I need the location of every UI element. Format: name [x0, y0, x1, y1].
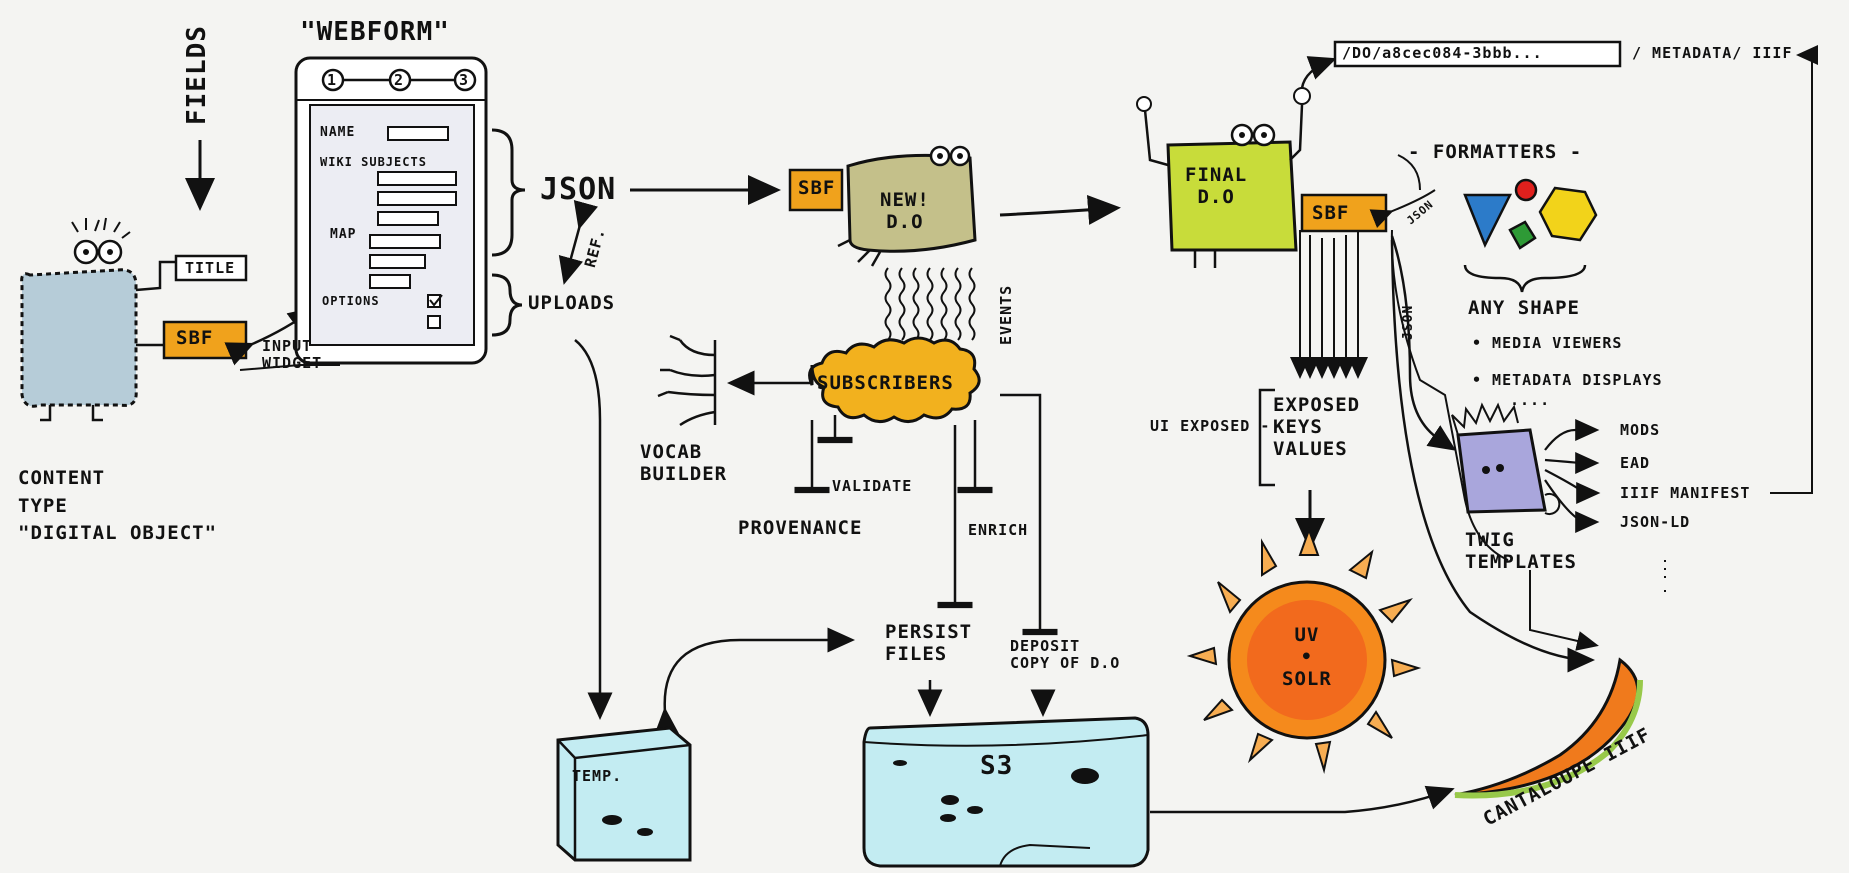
twig-templates-label: TWIG TEMPLATES — [1465, 529, 1577, 573]
ead-label: EAD — [1620, 454, 1651, 472]
shapes-brace — [1463, 264, 1587, 293]
subscriber-connectors — [794, 393, 1058, 636]
title-tag-label: TITLE — [185, 259, 236, 277]
formatter-link — [1397, 154, 1421, 191]
json-brace — [491, 128, 526, 257]
iiif-manifest-label: IIIF MANIFEST — [1620, 484, 1751, 502]
twig-creature — [1451, 402, 1561, 515]
sbf-to-twig-arrow — [1390, 235, 1457, 451]
exposed-keys-label: EXPOSED KEYS VALUES — [1273, 394, 1361, 460]
fields-label: FIELDS — [182, 25, 212, 125]
form-name-label: NAME — [320, 125, 356, 140]
temp-to-persist-arrow — [654, 627, 855, 736]
sbf-to-cantaloupe-arrow — [1390, 239, 1595, 673]
step-1: 1 — [327, 71, 338, 89]
twig-to-cantaloupe-arrow — [1529, 570, 1599, 651]
cantaloupe-melon — [1454, 657, 1643, 799]
ref-arrow — [558, 200, 598, 285]
persist-files-label: PERSIST FILES — [885, 621, 973, 665]
step-2: 2 — [394, 71, 405, 89]
sbf-middle-box — [788, 168, 844, 212]
form-wiki-label: WIKI SUBJECTS — [320, 155, 427, 169]
events-label: EVENTS — [997, 284, 1015, 345]
newdo-to-final-arrow — [999, 194, 1121, 225]
hexagon-shape — [1538, 186, 1598, 242]
provenance-label: PROVENANCE — [738, 517, 863, 539]
step-3: 3 — [459, 71, 470, 89]
url-path-label: /DO/a8cec084-3bbb... — [1342, 44, 1543, 62]
formatter-arrow — [1369, 189, 1436, 228]
uploads-brace — [491, 273, 523, 337]
json-ld-label: JSON-LD — [1620, 513, 1691, 531]
vocab-builder-label: VOCAB BUILDER — [640, 441, 728, 485]
s3-label: S3 — [980, 751, 1014, 781]
new-do-creature — [837, 145, 977, 267]
twig-output-arrows — [1544, 419, 1601, 533]
solr-label: UV • SOLR — [1282, 624, 1332, 690]
deposit-copy-label: DEPOSIT COPY OF D.O — [1010, 637, 1121, 673]
ui-exposed-label: UI EXPOSED - — [1150, 417, 1271, 435]
final-do-creature — [1136, 87, 1311, 268]
temp-tank — [556, 726, 692, 862]
ellipsis-label: .... — [1510, 391, 1551, 409]
sbf-middle-label: SBF — [798, 177, 836, 199]
media-viewers-label: • MEDIA VIEWERS — [1472, 334, 1623, 352]
input-widget-label: INPUT WIDGET — [262, 337, 323, 373]
new-do-label: NEW! D.O — [880, 189, 930, 233]
json-vertical-label: JSON — [1401, 304, 1416, 340]
formatters-label: - FORMATTERS - — [1408, 141, 1583, 163]
widget-line — [239, 364, 340, 371]
content-type-creature — [20, 217, 176, 422]
mods-label: MODS — [1620, 421, 1661, 439]
url-suffix-label: / METADATA/ IIIF — [1632, 44, 1793, 62]
validate-label: VALIDATE — [832, 477, 913, 495]
form-map-label: MAP — [330, 227, 357, 242]
content-type-label: CONTENT TYPE "DIGITAL OBJECT" — [18, 467, 218, 545]
vocab-tree-icon — [657, 334, 717, 427]
manifest-to-url-line — [1770, 45, 1818, 494]
metadata-displays-label: • METADATA DISPLAYS — [1472, 371, 1663, 389]
url-box — [1333, 40, 1622, 68]
exposed-bracket — [1258, 388, 1275, 487]
webform-title: "WEBFORM" — [300, 17, 450, 47]
subscribers-cloud — [808, 336, 981, 423]
square-shape — [1508, 220, 1537, 250]
s3-tank — [862, 716, 1150, 868]
final-do-label: FINAL D.O — [1185, 164, 1248, 208]
subscribers-label: SUBSCRIBERS — [817, 372, 954, 394]
title-tag-box — [174, 254, 248, 282]
solr-sun — [1186, 527, 1422, 774]
enrich-label: ENRICH — [968, 521, 1029, 539]
temp-label: TEMP. — [572, 767, 623, 785]
sbf-left-label: SBF — [176, 327, 214, 349]
uploads-label: UPLOADS — [528, 292, 616, 314]
event-squiggles — [884, 267, 976, 341]
form-options-label: OPTIONS — [322, 294, 380, 308]
circle-shape — [1514, 178, 1538, 202]
triangle-shape — [1463, 193, 1513, 249]
uploads-to-temp-arrow — [574, 339, 613, 720]
s3-to-cantaloupe-arrow — [1150, 785, 1455, 814]
exposed-lines — [1290, 230, 1368, 379]
any-shape-label: ANY SHAPE — [1468, 297, 1580, 319]
json-label: JSON — [540, 172, 617, 207]
url-arrow — [1300, 56, 1337, 89]
sbf-right-label: SBF — [1312, 202, 1350, 224]
webform — [294, 56, 488, 365]
